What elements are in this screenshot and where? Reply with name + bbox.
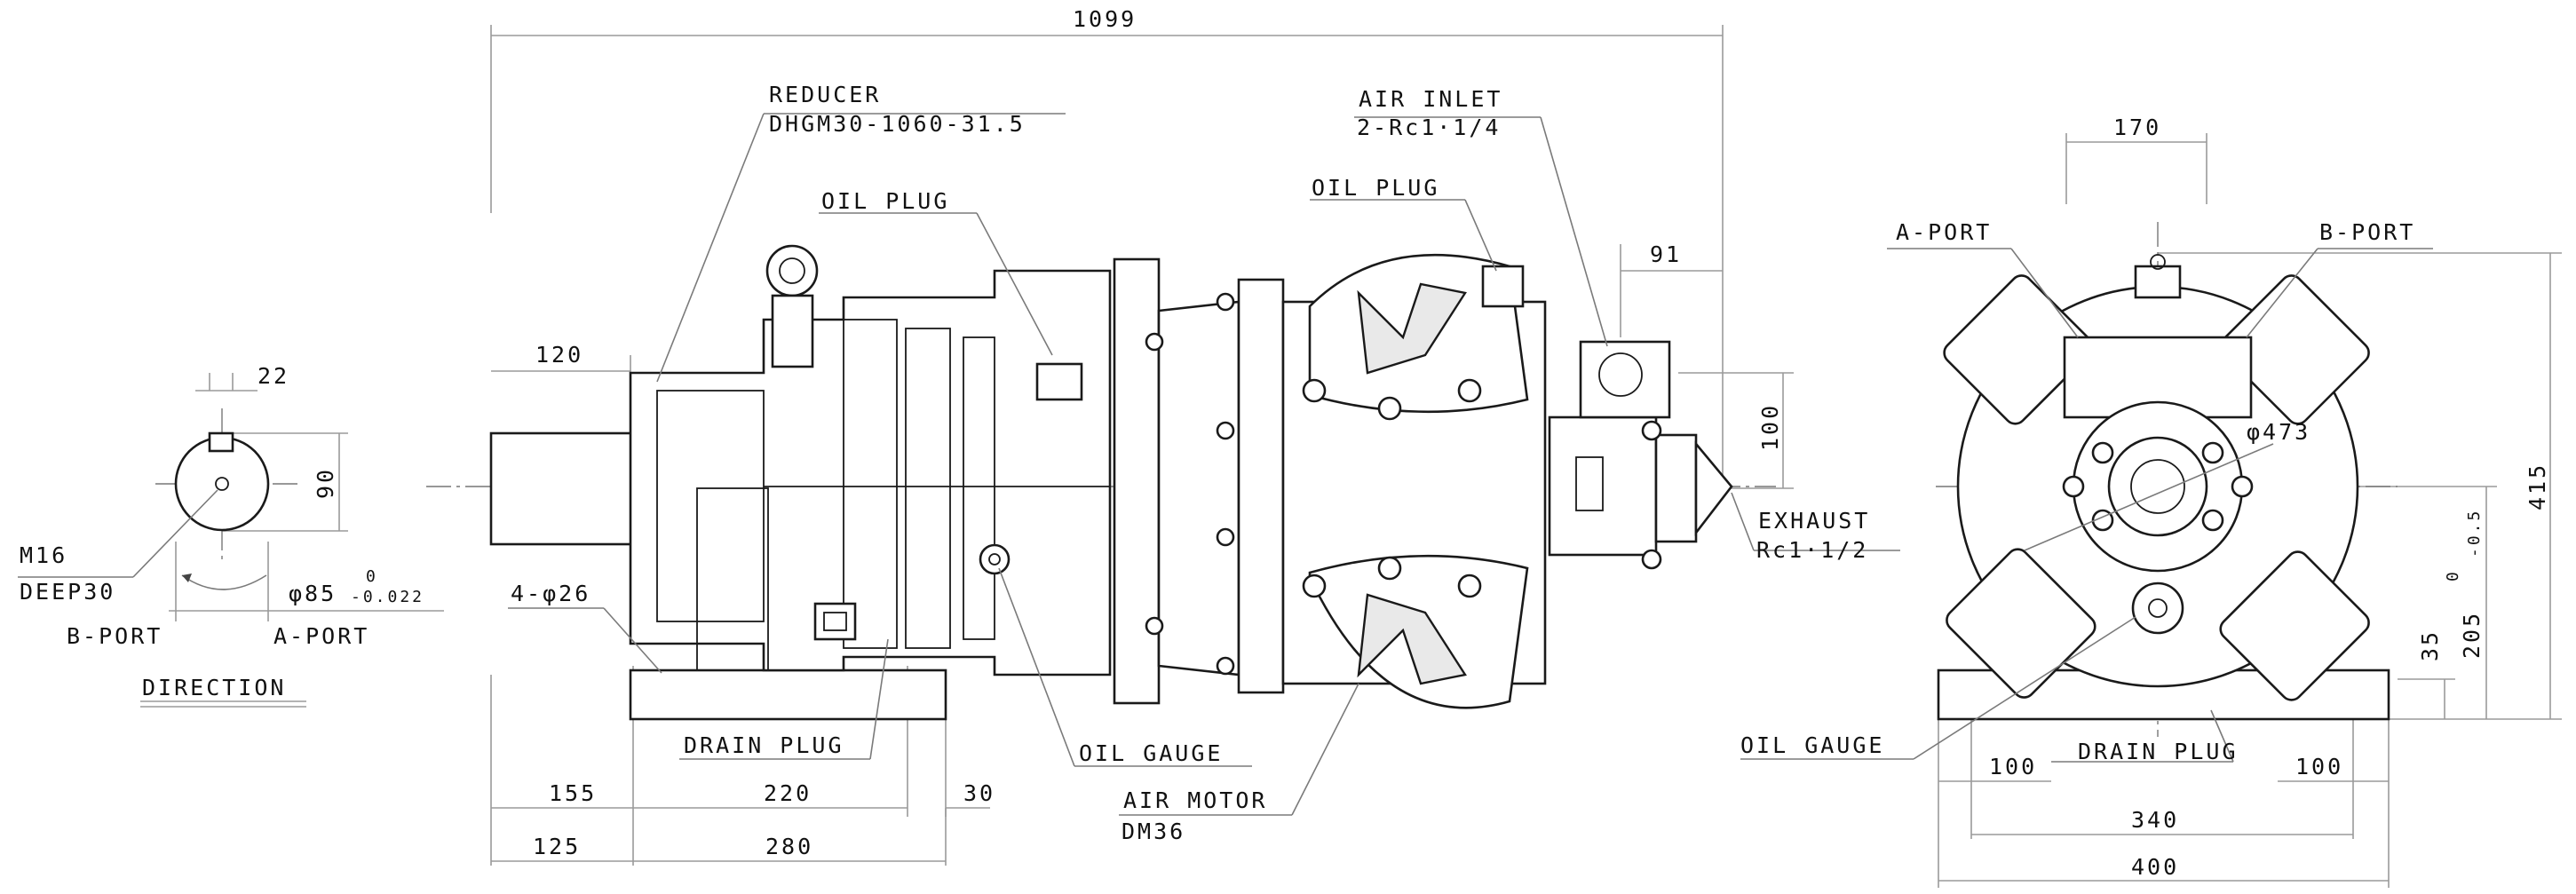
direction-label: DIRECTION — [142, 675, 286, 700]
dim-overall-length: 1099 — [1073, 6, 1137, 32]
end-view — [1937, 254, 2390, 721]
dim-inlet-offset: 91 — [1650, 241, 1682, 267]
air-inlet-label: AIR INLET — [1359, 86, 1502, 112]
dim-30: 30 — [963, 780, 995, 806]
dim-overall-height: 415 — [2524, 463, 2550, 510]
dim-shaft-height: 90 — [313, 467, 338, 499]
dim-foot-pitch: 340 — [2131, 807, 2179, 833]
dim-top-width: 170 — [2113, 115, 2161, 140]
dim-280: 280 — [765, 834, 813, 859]
oil-gauge-side-label: OIL GAUGE — [1079, 740, 1223, 766]
holes-label: 4-φ26 — [511, 581, 590, 606]
dim-foot-height: 35 — [2417, 629, 2443, 661]
dim-center-tol-upper: 0 — [2444, 569, 2462, 581]
shaft-tol-upper: 0 — [366, 567, 378, 586]
dim-155: 155 — [549, 780, 597, 806]
b-port-end-label: B-PORT — [2319, 219, 2415, 245]
bore-dia-label: φ473 — [2247, 419, 2310, 445]
shaft-dia-label: φ85 — [289, 581, 337, 606]
dim-foot-width: 400 — [2131, 854, 2179, 880]
reducer-label: REDUCER — [769, 82, 881, 107]
air-motor-label: AIR MOTOR — [1123, 787, 1267, 813]
dim-center-height: 205 — [2459, 611, 2485, 659]
exhaust-spec-label: Rc1·1/2 — [1756, 537, 1868, 563]
leader-lines — [18, 113, 2433, 816]
dim-right-100: 100 — [2295, 754, 2343, 779]
a-port-shaft-label: A-PORT — [273, 623, 369, 649]
shaft-end-view — [140, 431, 306, 708]
oil-plug-right-label: OIL PLUG — [1312, 175, 1439, 201]
dimension-values: 1099 120 91 100 155 220 30 125 280 22 90… — [258, 6, 2550, 880]
dim-shaft-ext: 120 — [535, 342, 583, 368]
a-port-end-label: A-PORT — [1896, 219, 1992, 245]
air-inlet-spec-label: 2-Rc1·1/4 — [1357, 115, 1501, 140]
side-view — [489, 244, 1733, 721]
oil-gauge-end-label: OIL GAUGE — [1740, 732, 1884, 758]
annotation-labels: REDUCER DHGM30-1060-31.5 OIL PLUG AIR IN… — [20, 82, 2415, 844]
dim-left-100: 100 — [1989, 754, 2037, 779]
oil-plug-left-label: OIL PLUG — [821, 188, 949, 214]
dim-center-tol-lower: -0.5 — [2465, 509, 2484, 558]
dim-220: 220 — [764, 780, 812, 806]
dim-125: 125 — [533, 834, 581, 859]
air-motor-model-label: DM36 — [1122, 819, 1185, 844]
shaft-tol-lower: -0.022 — [351, 588, 424, 606]
exhaust-label: EXHAUST — [1758, 508, 1870, 534]
dim-key-width: 22 — [258, 363, 289, 389]
drain-plug-end-label: DRAIN PLUG — [2078, 739, 2239, 764]
reducer-model-label: DHGM30-1060-31.5 — [769, 111, 1026, 137]
b-port-shaft-label: B-PORT — [67, 623, 162, 649]
thread-depth-label: DEEP30 — [20, 579, 115, 605]
drain-plug-side-label: DRAIN PLUG — [684, 732, 844, 758]
thread-label: M16 — [20, 542, 67, 568]
dim-inlet-height: 100 — [1757, 403, 1783, 451]
